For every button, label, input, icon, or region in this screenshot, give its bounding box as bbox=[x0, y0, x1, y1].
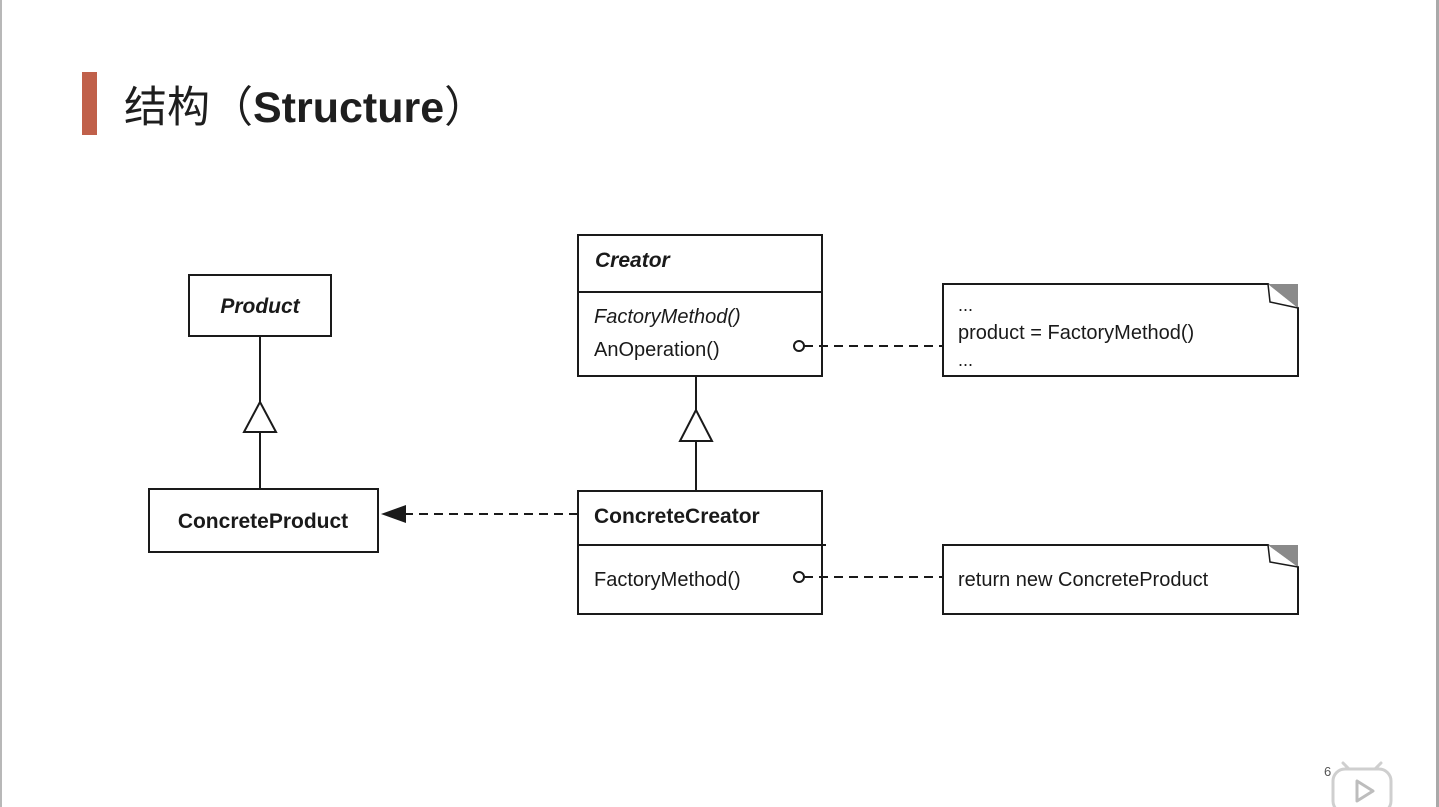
page-number: 6 bbox=[1324, 764, 1332, 779]
note-anchor-circle bbox=[793, 571, 805, 583]
class-concrete-product-name: ConcreteProduct bbox=[178, 510, 348, 533]
title-open-paren: （ bbox=[210, 84, 253, 132]
note-factory: return new ConcreteProduct bbox=[942, 544, 1299, 615]
arrowhead-icon bbox=[381, 505, 406, 523]
class-product-name: Product bbox=[220, 295, 300, 318]
class-concrete-creator-name: ConcreteCreator bbox=[594, 505, 760, 528]
play-icon bbox=[1331, 761, 1393, 807]
class-creator-name: Creator bbox=[595, 249, 672, 272]
note-operation-line-3: ... bbox=[958, 350, 973, 370]
concrete-creator-method-factory: FactoryMethod() bbox=[594, 569, 741, 591]
class-concrete-creator: ConcreteCreator FactoryMethod() bbox=[577, 490, 826, 615]
left-border bbox=[0, 0, 2, 807]
title-accent-bar bbox=[82, 72, 97, 135]
note-operation-line-2: product = FactoryMethod() bbox=[958, 322, 1194, 344]
note-operation: ... product = FactoryMethod() ... bbox=[942, 283, 1299, 377]
dependency-arrow bbox=[381, 505, 578, 523]
right-border bbox=[1436, 0, 1439, 807]
title-cjk: 结构 bbox=[124, 84, 210, 132]
class-product: Product bbox=[188, 274, 332, 337]
page-title: 结构（Structure） bbox=[124, 78, 487, 138]
inheritance-creator bbox=[678, 376, 714, 491]
class-creator: Creator FactoryMethod() AnOperation() bbox=[577, 234, 823, 377]
creator-method-anoperation: AnOperation() bbox=[594, 339, 720, 361]
inheritance-product bbox=[242, 336, 278, 489]
title-english: Structure bbox=[253, 84, 445, 132]
play-button[interactable] bbox=[1329, 755, 1395, 807]
note-factory-line-1: return new ConcreteProduct bbox=[958, 569, 1209, 591]
class-concrete-product: ConcreteProduct bbox=[148, 488, 379, 553]
title-close-paren: ） bbox=[444, 84, 488, 132]
note-anchor-circle bbox=[793, 340, 805, 352]
note-operation-line-1: ... bbox=[958, 295, 973, 315]
creator-method-factory: FactoryMethod() bbox=[594, 306, 741, 328]
